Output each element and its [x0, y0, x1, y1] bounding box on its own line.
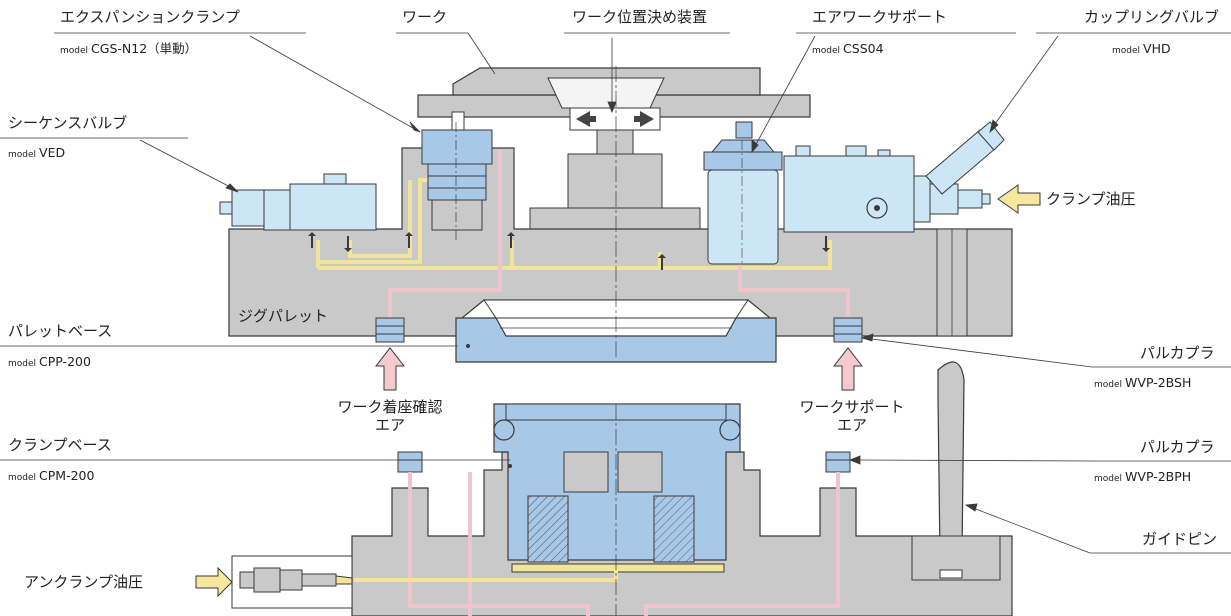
sequence-valve-label: シーケンスバルブ	[8, 114, 128, 132]
seating-air-label: ワーク着座確認 エア	[337, 398, 443, 434]
expansion-clamp	[421, 111, 493, 231]
clamp-pressure-arrow	[997, 184, 1041, 214]
upper-air-lines	[388, 150, 850, 322]
clamp-pressure-label: クランプ油圧	[1046, 190, 1136, 208]
pallet-base-label: パレットベース	[8, 322, 113, 340]
work-label: ワーク	[402, 8, 448, 26]
lower-air-lines	[408, 472, 840, 616]
coupling-valve	[783, 121, 1005, 233]
pallet-flow-arrows	[308, 232, 830, 270]
unclamp-pressure-label: アンクランプ油圧	[24, 573, 143, 591]
jig-pallet-label: ジグパレット	[238, 307, 329, 325]
clamp-base-label: クランプベース	[8, 436, 112, 454]
lower-pal-couplers	[397, 451, 851, 473]
clamp-base-core	[493, 403, 741, 573]
work-positioner-label: ワーク位置決め装置	[572, 8, 708, 26]
leader-lines	[0, 32, 1231, 554]
pal-coupler-upper-label: パルカプラ	[1140, 344, 1215, 362]
upper-pal-couplers	[375, 317, 863, 343]
coupling-valve-label: カップリングバルブ	[1084, 8, 1220, 26]
air-work-support	[703, 121, 783, 265]
air-supply-arrows	[374, 347, 864, 391]
guide-pin	[911, 361, 1001, 581]
unclamp-pressure-arrow	[195, 566, 233, 598]
sequence-valve	[219, 173, 377, 231]
unclamp-fitting	[231, 555, 353, 609]
pal-coupler-lower-label: パルカプラ	[1140, 438, 1215, 456]
work-support-air-label: ワークサポート エア	[799, 398, 905, 434]
expansion-clamp-label: エクスパンションクランプ	[60, 8, 240, 26]
guide-pin-label: ガイドピン	[1142, 530, 1218, 548]
pallet-base-ring	[455, 299, 777, 363]
work-piece	[417, 67, 811, 118]
air-work-support-label: エアワークサポート	[812, 8, 948, 26]
work-positioner	[529, 107, 701, 247]
